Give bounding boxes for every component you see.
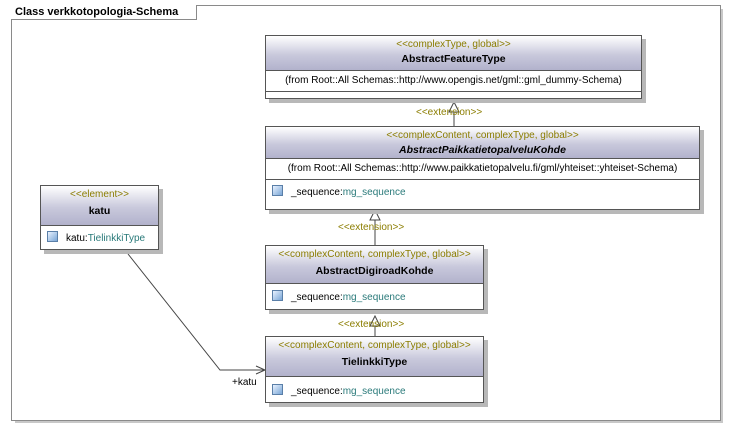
- stereotype-label: <<complexContent, complexType, global>>: [278, 340, 471, 351]
- element-katu[interactable]: <<element>> katu katu:TielinkkiType: [40, 185, 159, 250]
- class-header: <<complexContent, complexType, global>> …: [266, 246, 483, 284]
- stereotype-label: <<complexContent, complexType, global>>: [386, 130, 579, 141]
- class-header: <<element>> katu: [41, 186, 158, 226]
- attribute-separator: :: [339, 386, 343, 397]
- class-header: <<complexType, global>> AbstractFeatureT…: [266, 36, 641, 71]
- class-name: TielinkkiType: [341, 356, 408, 368]
- class-abstract-paikkatietopalvelu-kohde[interactable]: <<complexContent, complexType, global>> …: [265, 126, 700, 210]
- attribute-type: TielinkkiType: [87, 233, 146, 244]
- extension-label: <<extension>>: [338, 319, 405, 330]
- attribute-row[interactable]: _sequence:mg_sequence: [266, 184, 699, 202]
- attribute-icon: [47, 231, 58, 242]
- stereotype-label: <<element>>: [70, 189, 129, 200]
- extension-label: <<extension>>: [416, 107, 483, 118]
- association-role-label: +katu: [232, 377, 257, 388]
- attribute-compartment: _sequence:mg_sequence: [266, 180, 699, 202]
- extension-arrowhead-1: [448, 100, 460, 113]
- attribute-icon: [272, 185, 283, 196]
- extension-label: <<extension>>: [338, 222, 405, 233]
- attribute-separator: :: [339, 292, 343, 303]
- attribute-row[interactable]: katu:TielinkkiType: [41, 230, 158, 248]
- class-header: <<complexContent, complexType, global>> …: [266, 337, 483, 377]
- attribute-name: _sequence: [291, 187, 340, 198]
- attribute-compartment: katu:TielinkkiType: [41, 226, 158, 248]
- attribute-separator: :: [84, 233, 88, 244]
- attribute-type: mg_sequence: [342, 292, 406, 303]
- extension-arrowhead-2: [369, 208, 381, 221]
- attribute-compartment: _sequence:mg_sequence: [266, 377, 483, 401]
- class-name: AbstractPaikkatietopalveluKohde: [399, 144, 566, 156]
- class-origin-note: (from Root::All Schemas::http://www.open…: [266, 71, 641, 92]
- attribute-type: mg_sequence: [342, 187, 406, 198]
- class-abstract-feature-type[interactable]: <<complexType, global>> AbstractFeatureT…: [265, 35, 642, 99]
- class-name: AbstractDigiroadKohde: [315, 265, 434, 277]
- attribute-name: _sequence: [291, 386, 340, 397]
- attribute-name: _sequence: [291, 292, 340, 303]
- class-name: AbstractFeatureType: [401, 53, 506, 65]
- attribute-row[interactable]: _sequence:mg_sequence: [266, 383, 483, 401]
- class-name: katu: [88, 205, 111, 217]
- attribute-name: katu: [66, 233, 85, 244]
- extension-arrowhead-3: [369, 314, 381, 327]
- attribute-icon: [272, 290, 283, 301]
- attribute-separator: :: [339, 187, 343, 198]
- attribute-compartment: _sequence:mg_sequence: [266, 284, 483, 307]
- class-header: <<complexContent, complexType, global>> …: [266, 127, 699, 159]
- attribute-row[interactable]: _sequence:mg_sequence: [266, 289, 483, 307]
- stereotype-label: <<complexContent, complexType, global>>: [278, 249, 471, 260]
- class-tielinkki-type[interactable]: <<complexContent, complexType, global>> …: [265, 336, 484, 403]
- stereotype-label: <<complexType, global>>: [396, 39, 511, 50]
- attribute-type: mg_sequence: [342, 386, 406, 397]
- association-line[interactable]: [127, 253, 265, 371]
- class-origin-note: (from Root::All Schemas::http://www.paik…: [266, 159, 699, 180]
- class-abstract-digiroad-kohde[interactable]: <<complexContent, complexType, global>> …: [265, 245, 484, 310]
- frame-title: Class verkkotopologia-Schema: [11, 5, 198, 20]
- attribute-icon: [272, 384, 283, 395]
